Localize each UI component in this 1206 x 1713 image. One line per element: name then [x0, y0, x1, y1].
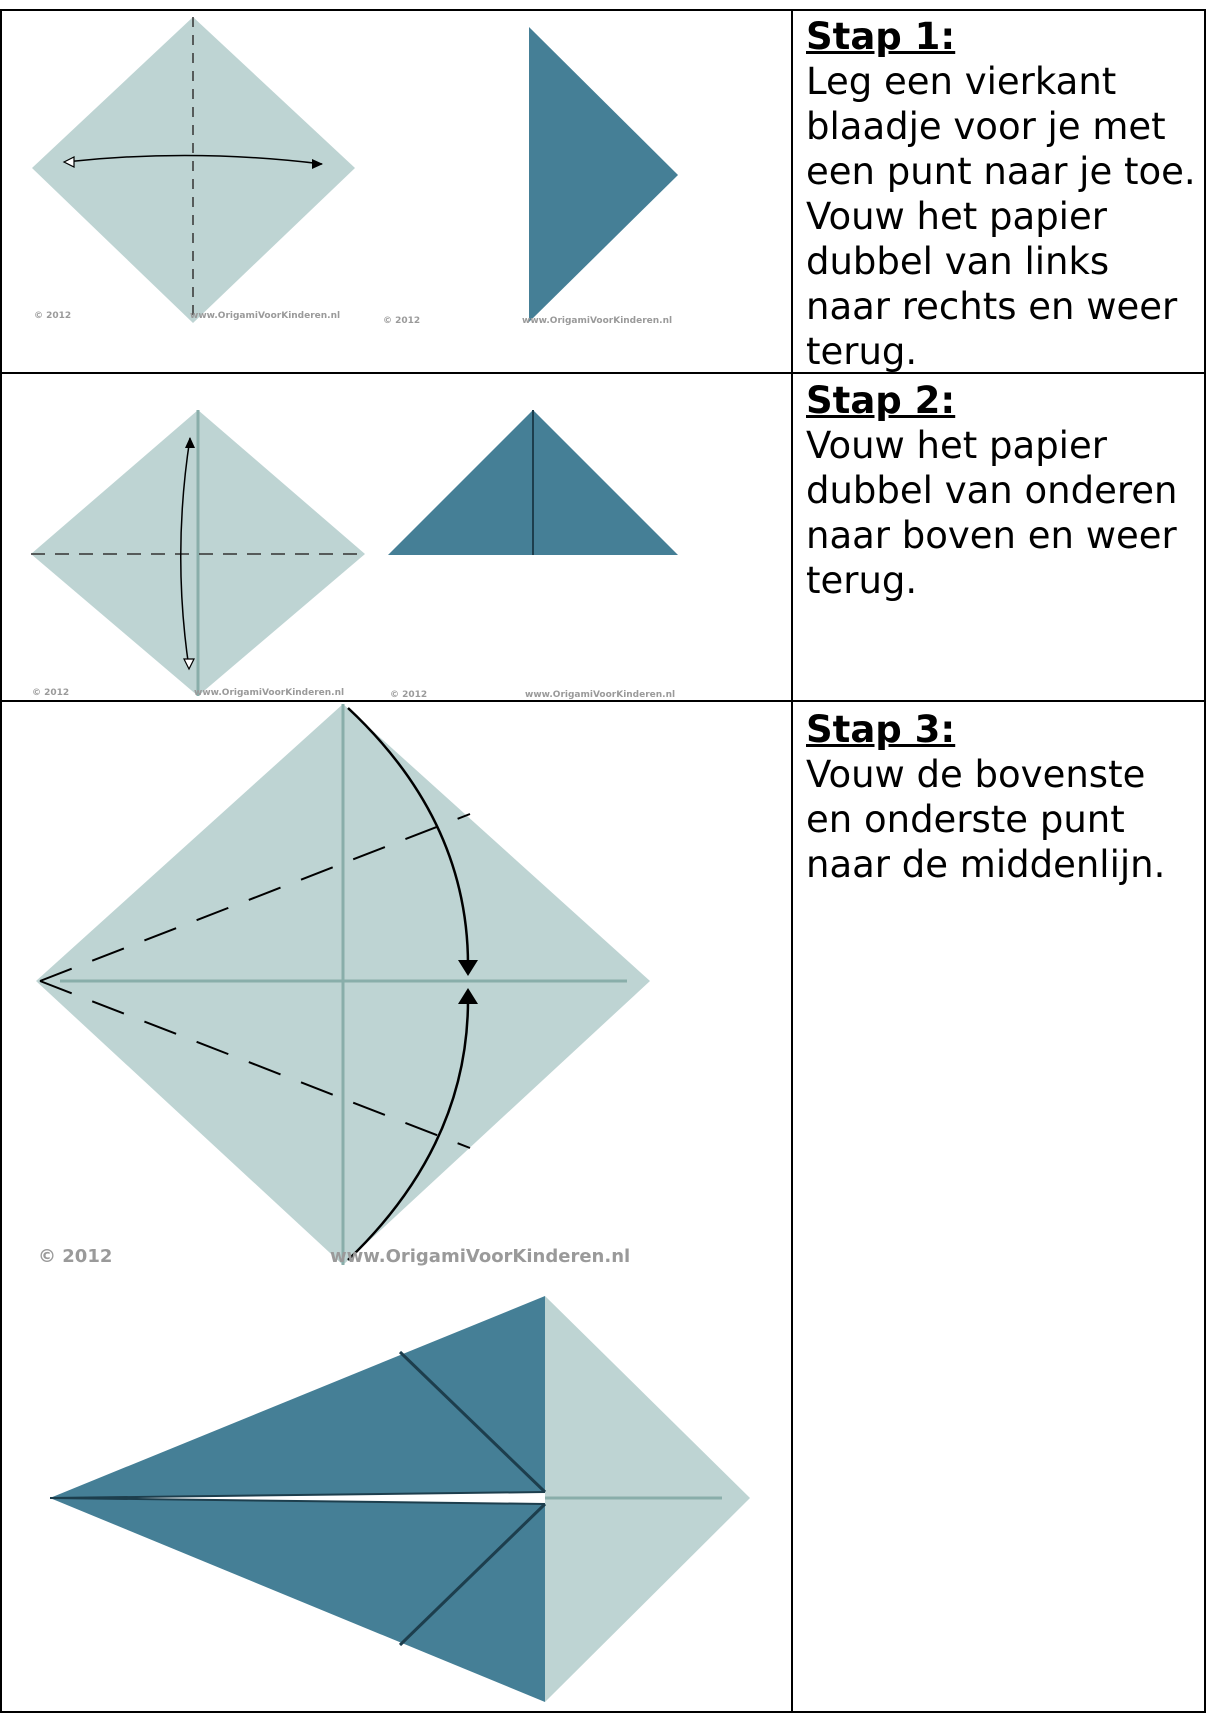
step2-body: Vouw het papier dubbel van onderen naar … — [806, 424, 1178, 602]
fold-arrow-icon — [347, 999, 470, 1261]
step1-text-block: Stap 1: Leg een vierkant blaadje voor je… — [806, 14, 1201, 374]
step1-body: Leg een vierkant blaadje voor je met een… — [806, 60, 1196, 373]
step3-diagram-b — [49, 1296, 750, 1702]
arrow-head-icon — [312, 159, 323, 169]
watermark-url: www.OrigamiVoorKinderen.nl — [330, 1246, 630, 1267]
step3-body: Vouw de bovenste en onderste punt naar d… — [806, 753, 1166, 886]
step3-text-block: Stap 3: Vouw de bovenste en onderste pun… — [806, 707, 1201, 887]
watermark-copyright: © 2012 — [34, 311, 71, 321]
fold-arrow-icon — [347, 707, 470, 966]
watermark-url: www.OrigamiVoorKinderen.nl — [194, 688, 344, 698]
arrow-head-open-icon — [183, 658, 195, 671]
step1-title: Stap 1: — [806, 15, 956, 58]
step2-diagram-b: © 2012 www.OrigamiVoorKinderen.nl — [388, 410, 678, 700]
watermark-url: www.OrigamiVoorKinderen.nl — [190, 311, 340, 321]
watermark-url: www.OrigamiVoorKinderen.nl — [525, 690, 675, 700]
watermark-copyright: © 2012 — [38, 1246, 112, 1267]
fold-arrow-icon — [64, 154, 323, 165]
watermark-copyright: © 2012 — [32, 688, 69, 698]
fold-arrow-icon — [180, 437, 191, 669]
step1-diagram-a: © 2012 www.OrigamiVoorKinderen.nl — [32, 17, 355, 323]
arrow-head-icon — [458, 960, 478, 976]
arrow-head-icon — [185, 437, 195, 448]
arrow-head-open-icon — [62, 156, 75, 168]
step1-diagram-b: © 2012 www.OrigamiVoorKinderen.nl — [383, 27, 678, 326]
watermark-url: www.OrigamiVoorKinderen.nl — [522, 316, 672, 326]
table-border — [0, 9, 1206, 1713]
watermark-copyright: © 2012 — [390, 690, 427, 700]
step2-title: Stap 2: — [806, 379, 956, 422]
step2-diagram-a: © 2012 www.OrigamiVoorKinderen.nl — [31, 410, 365, 698]
arrow-head-icon — [458, 988, 478, 1004]
watermark-copyright: © 2012 — [383, 316, 420, 326]
step3-title: Stap 3: — [806, 708, 956, 751]
step2-text-block: Stap 2: Vouw het papier dubbel van onder… — [806, 378, 1201, 603]
step3-diagram-a: © 2012 www.OrigamiVoorKinderen.nl — [36, 704, 650, 1267]
